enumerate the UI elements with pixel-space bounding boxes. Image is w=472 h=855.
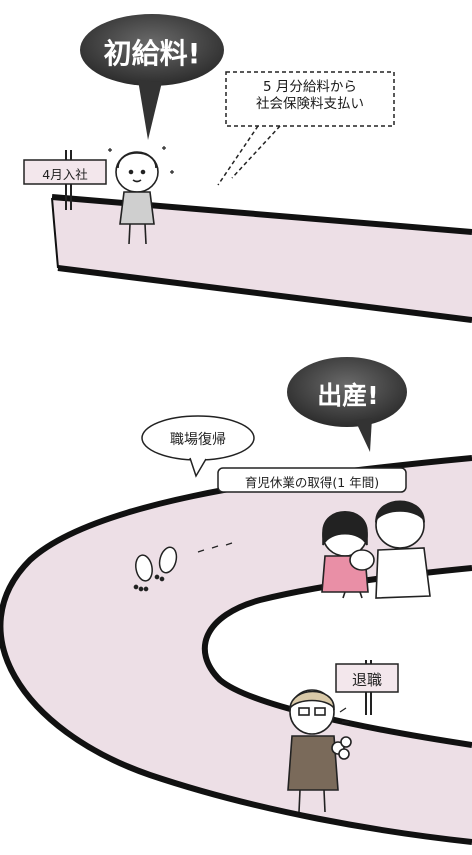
return-to-work-bubble	[141, 415, 255, 478]
retirement-sign-text: 退職	[351, 671, 382, 689]
april-joining-sign	[23, 150, 107, 210]
insurance-note-text: 5 月分給料から 社会保険料支払い	[226, 79, 394, 113]
footprints	[133, 542, 233, 592]
parental-leave-label-frame	[217, 467, 407, 493]
road-curve-outer-edge	[0, 455, 472, 845]
return-to-work-text: 職場復帰	[170, 432, 226, 448]
april-joining-sign-text: 4月入社	[42, 167, 88, 182]
couple-with-baby-figure	[321, 500, 431, 599]
retiree-figure	[287, 689, 352, 813]
road-end-cap	[51, 197, 59, 269]
birth-speech-bubble	[287, 357, 407, 452]
new-employee-figure	[108, 146, 174, 245]
insurance-note-line1: 5 月分給料から	[263, 79, 357, 95]
road-segment-top	[52, 197, 472, 320]
insurance-note-line2: 社会保険料支払い	[256, 95, 364, 112]
first-salary-text: 初給料!	[103, 37, 201, 70]
retirement-sign	[335, 660, 399, 715]
birth-text: 出産!	[317, 381, 379, 410]
first-salary-speech-bubble	[80, 14, 224, 140]
parental-leave-text: 育児休業の取得(1 年間)	[244, 475, 380, 490]
insurance-note-box	[217, 71, 395, 186]
road-edge-top-lower	[57, 265, 472, 323]
